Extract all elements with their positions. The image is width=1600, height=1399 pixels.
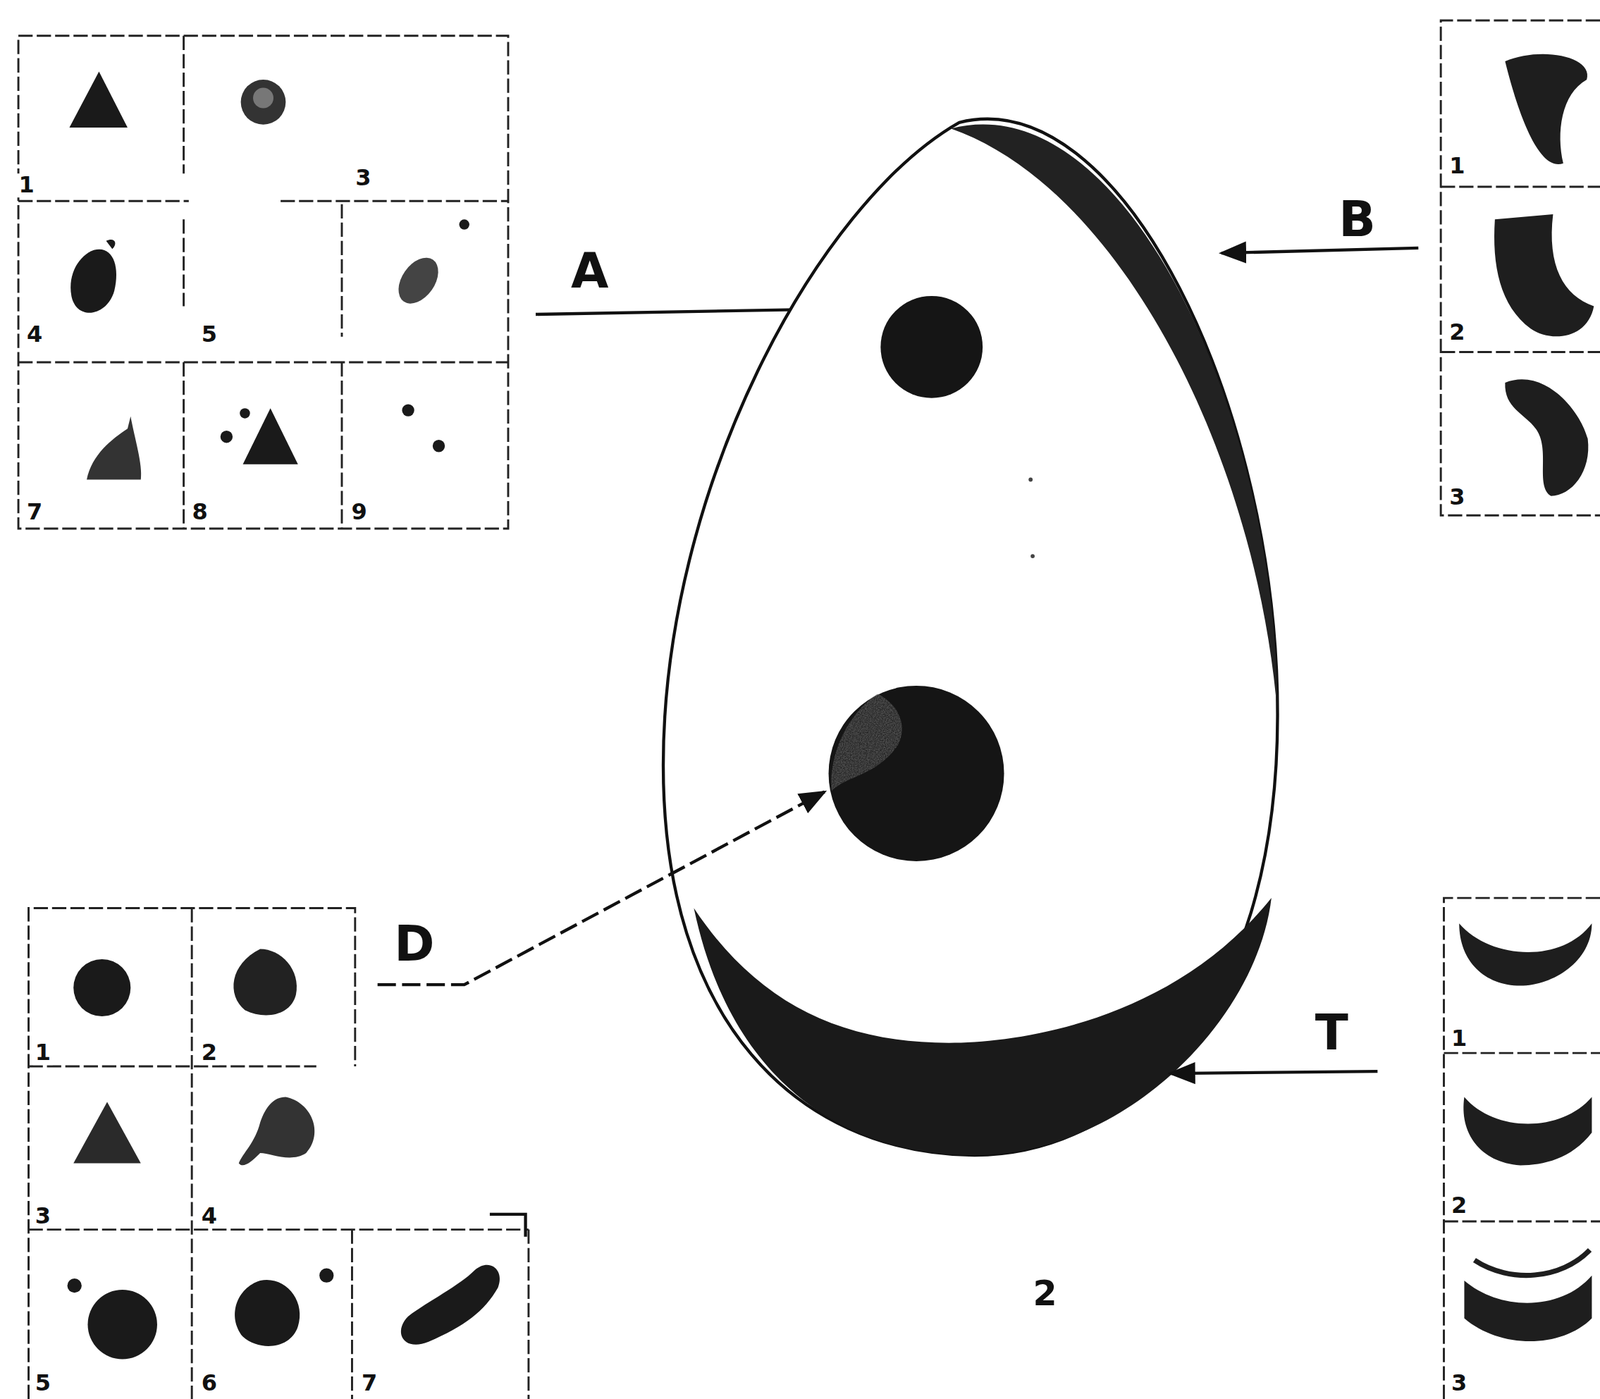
panel-letter: B <box>1336 193 1378 245</box>
leader-d <box>377 792 825 986</box>
callout-number: 3 <box>33 1204 53 1229</box>
callout-number: 7 <box>359 1371 380 1396</box>
cell-body <box>663 119 1278 1156</box>
panel-letter: A <box>568 244 611 296</box>
panel-b-shapes <box>1494 54 1594 497</box>
callout-number: 3 <box>353 167 373 192</box>
panel-t-shapes <box>1459 923 1592 1342</box>
callout-number: 7 <box>24 500 45 525</box>
callout-number: 3 <box>1449 1371 1469 1396</box>
callout-number: 8 <box>190 500 211 525</box>
callout-number: 4 <box>199 1204 220 1229</box>
figure-number: 2 <box>1030 1275 1059 1312</box>
panel-a <box>18 35 509 529</box>
callout-number: 2 <box>199 1041 220 1066</box>
panel-b <box>1440 20 1600 516</box>
panel-t <box>1444 897 1600 1399</box>
panel-letter: T <box>1313 1007 1351 1058</box>
callout-number: 2 <box>1447 320 1467 345</box>
callout-number: 1 <box>33 1041 53 1066</box>
callout-number: 2 <box>1449 1194 1469 1218</box>
callout-number: 1 <box>1447 154 1467 179</box>
callout-number: 5 <box>33 1371 53 1396</box>
panel-d-shapes <box>67 948 526 1359</box>
callout-number: 5 <box>199 322 220 347</box>
panel-a-shapes <box>69 71 470 480</box>
leader-t <box>1170 1071 1378 1074</box>
callout-number: 1 <box>1449 1026 1469 1051</box>
panel-d <box>28 908 529 1399</box>
panel-letter: D <box>391 918 437 970</box>
callout-number: 1 <box>16 174 36 199</box>
callout-number: 4 <box>24 322 45 347</box>
callout-number: 3 <box>1447 486 1467 511</box>
callout-number: 6 <box>199 1371 220 1396</box>
leader-b <box>1221 248 1419 254</box>
callout-number: 9 <box>348 500 369 525</box>
